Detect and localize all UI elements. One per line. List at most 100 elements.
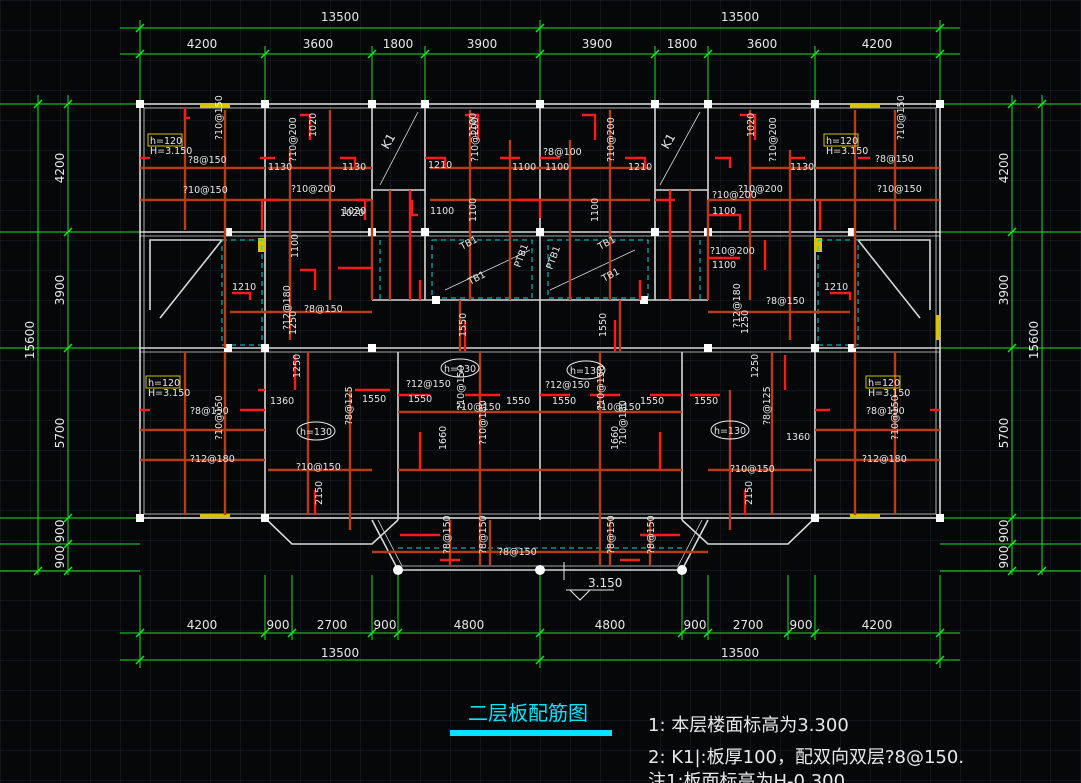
rebar-label: ?10@150	[896, 95, 907, 140]
rebar-red	[232, 291, 252, 300]
rebar-red	[183, 108, 190, 120]
dim-tick	[1007, 99, 1017, 109]
dim-bottom-segment: 900	[374, 618, 397, 632]
dim-left-segment: 900	[53, 546, 67, 569]
rebar-label: ?10@200	[288, 117, 299, 162]
rebar-label: ?10@150	[730, 464, 775, 475]
column-node	[651, 228, 659, 236]
column-node	[368, 100, 376, 108]
dim-left-segment: 3900	[53, 275, 67, 306]
rebar-red	[410, 200, 418, 217]
rebar-label: ?8@150	[190, 406, 229, 417]
elevation-marker	[563, 562, 614, 601]
hole-label: K1	[378, 131, 398, 151]
dim-tick	[367, 628, 377, 638]
rebar-label: 1100	[590, 198, 601, 222]
dim-tick	[63, 566, 73, 576]
dim-bottom-segment: 900	[684, 618, 707, 632]
rebar-label: ?10@150	[214, 395, 225, 440]
rebar-label: 2150	[314, 481, 325, 505]
dim-tick	[935, 23, 945, 33]
rebar-label: 1210	[428, 160, 452, 171]
dim-tick	[783, 628, 793, 638]
dim-tick	[1007, 343, 1017, 353]
rebar-red	[355, 198, 367, 220]
rebar-label: 1130	[268, 162, 292, 173]
dim-tick	[1007, 227, 1017, 237]
dim-tick	[1007, 539, 1017, 549]
slab-height-marker: h=130	[296, 421, 336, 441]
rebar-label: 1250	[750, 354, 761, 378]
info-box-frame	[145, 375, 181, 389]
rebar-label: ?10@150	[456, 365, 467, 410]
dim-tick	[677, 628, 687, 638]
rebar-label: 1020	[308, 113, 319, 137]
rebar-red	[260, 198, 280, 230]
column-node	[261, 514, 269, 522]
dim-right-segment: 900	[997, 520, 1011, 543]
elevation-label: 3.150	[588, 576, 622, 590]
dim-tick	[63, 513, 73, 523]
column-node	[421, 100, 429, 108]
note-3: 注1:板面标高为H-0.300.	[648, 771, 851, 783]
rebar-label: 1360	[270, 396, 294, 407]
dim-bottom-segment: 2700	[317, 618, 348, 632]
rebar-label: 1550	[598, 313, 609, 337]
dim-left-segment: 4200	[53, 153, 67, 184]
slab-height-label: h=130	[444, 364, 476, 375]
column-node	[640, 296, 648, 304]
column-node	[136, 514, 144, 522]
info-box-frame	[823, 133, 859, 147]
info-box-elevation: H=3.150	[868, 388, 910, 399]
rebar-red	[740, 113, 757, 140]
slab-height-marker: h=130	[710, 420, 750, 440]
slab-height-label: h=130	[300, 427, 332, 438]
dim-tick	[810, 49, 820, 59]
dim-left-segment: 900	[53, 520, 67, 543]
dim-tick	[703, 628, 713, 638]
rebar-label: 1100	[545, 162, 569, 173]
rebar-label: ?10@150	[296, 462, 341, 473]
rebar-label: 1210	[824, 282, 848, 293]
rebar-label: ?10@180	[478, 400, 489, 445]
dim-bottom-segment: 900	[790, 618, 813, 632]
dim-tick	[63, 227, 73, 237]
rebar-label: 1100	[712, 260, 736, 271]
rebar-label: ?10@150	[214, 95, 225, 140]
title-underline	[450, 730, 612, 736]
rebar-label: 1100	[430, 206, 454, 217]
rebar-label: ?12@150	[406, 379, 451, 390]
rebar-labels: ?10@150?8@150?10@15011301020?10@2001130?…	[183, 95, 922, 558]
rebar-label: 1550	[458, 313, 469, 337]
dim-bottom-segment: 900	[267, 618, 290, 632]
rebar-label: ?10@200	[768, 117, 779, 162]
rebar-red	[425, 156, 447, 168]
column-node	[224, 228, 232, 236]
column-node	[261, 100, 269, 108]
column-node	[811, 100, 819, 108]
dim-left-total: 15600	[23, 321, 37, 359]
rebar-label: 1020	[340, 208, 364, 219]
dim-tick	[650, 49, 660, 59]
rebar-label: ?8@100	[543, 147, 582, 158]
rebar-label: 1020	[342, 206, 366, 217]
dim-tick	[33, 566, 43, 576]
dim-tick	[63, 99, 73, 109]
column-node	[936, 100, 944, 108]
dim-tick	[393, 628, 403, 638]
dimension-ticks	[33, 23, 1047, 665]
info-box-frame	[865, 375, 901, 389]
dim-bottom-segment: 2700	[733, 618, 764, 632]
rebar-label: ?8@150	[646, 515, 657, 554]
rebar-label: 1100	[712, 206, 736, 217]
rebar-label: 1550	[408, 394, 432, 405]
rebar-red	[582, 113, 597, 140]
column-node	[811, 344, 819, 352]
rebar-label: 1130	[342, 162, 366, 173]
dim-bottom-segment: 4800	[454, 618, 485, 632]
